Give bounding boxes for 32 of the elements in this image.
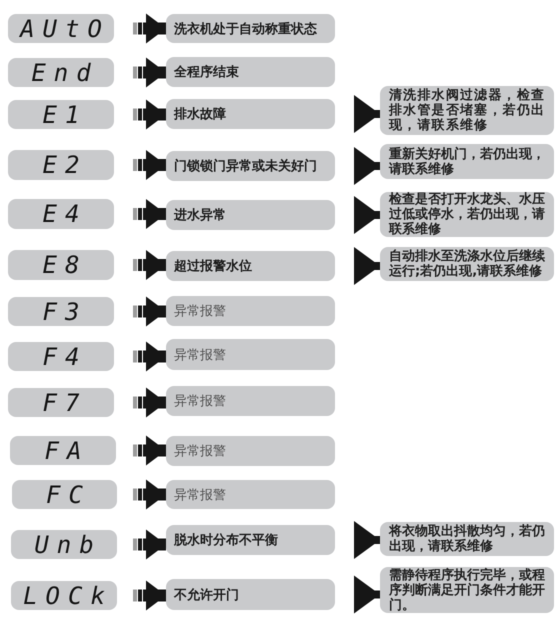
advice-box: 重新关好机门，若仍出现，请联系维修 <box>380 144 554 179</box>
message-box: 洗衣机处于自动称重状态 <box>166 14 335 43</box>
message-box: 异常报警 <box>166 339 335 370</box>
message-box: 脱水时分布不平衡 <box>166 525 335 555</box>
code-display: F7 <box>8 388 114 417</box>
code-display: E8 <box>8 250 114 280</box>
message-box: 异常报警 <box>166 386 335 416</box>
code-display: FC <box>12 480 117 509</box>
message-box: 门锁锁门异常或未关好门 <box>166 151 335 181</box>
message-box: 异常报警 <box>166 480 335 509</box>
code-display: AUtO <box>8 14 114 43</box>
code-display: F3 <box>8 297 114 326</box>
message-box: 异常报警 <box>166 436 335 466</box>
advice-box: 需静待程序执行完毕，或程序判断满足开门条件才能开门。 <box>380 567 554 613</box>
message-box: 进水异常 <box>166 200 335 230</box>
message-box: 排水故障 <box>166 99 335 129</box>
message-box: 不允许开门 <box>166 579 335 610</box>
advice-box: 检查是否打开水龙头、水压过低或停水，若仍出现，请联系维修 <box>380 192 554 237</box>
code-display: E1 <box>8 100 114 129</box>
advice-box: 将衣物取出抖散均匀，若仍出现，请联系维修 <box>380 522 554 556</box>
code-display: LOCk <box>11 581 117 610</box>
message-box: 全程序结束 <box>166 57 335 87</box>
code-display: E2 <box>8 150 114 180</box>
message-box: 异常报警 <box>166 296 335 326</box>
code-display: FA <box>10 436 116 465</box>
code-display: Unb <box>11 530 117 559</box>
code-display: E4 <box>8 199 114 229</box>
message-box: 超过报警水位 <box>166 251 335 281</box>
advice-box: 清洗排水阀过滤器，检查排水管是否堵塞，若仍出现，请联系维修 <box>380 86 554 135</box>
code-display: End <box>8 58 114 87</box>
advice-box: 自动排水至洗涤水位后继续运行;若仍出现,请联系维修 <box>380 247 554 281</box>
code-display: F4 <box>8 342 114 371</box>
